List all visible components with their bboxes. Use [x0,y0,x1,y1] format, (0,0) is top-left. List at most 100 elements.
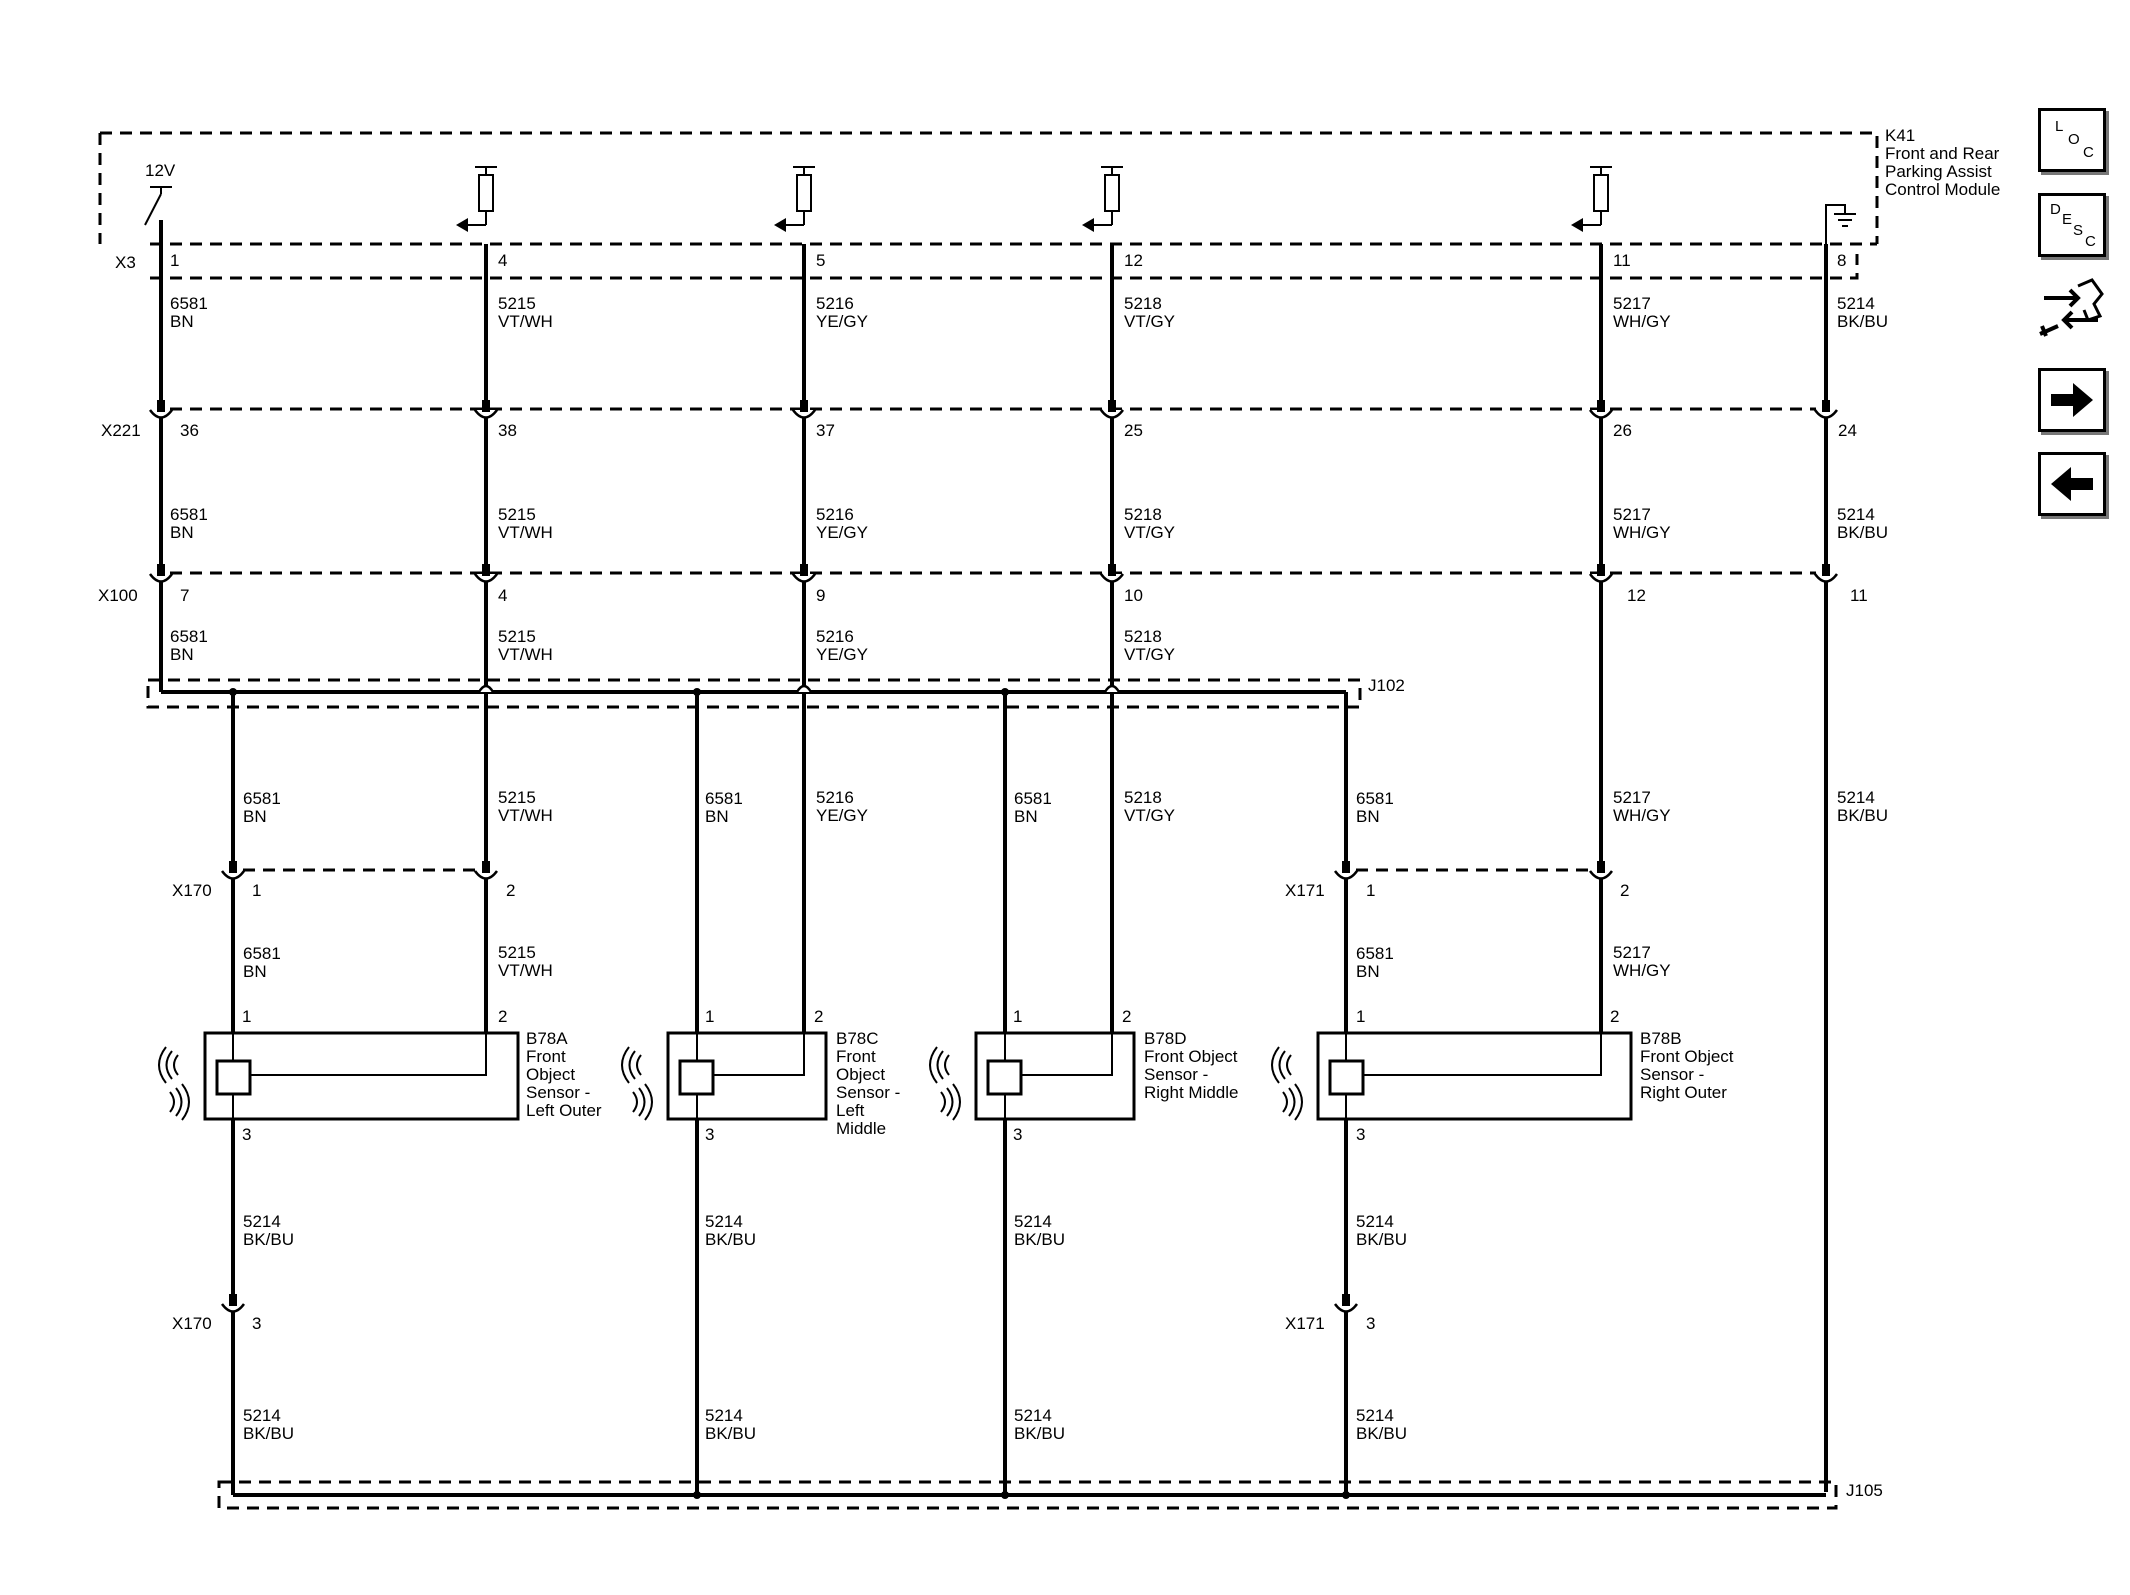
svg-text:BK/BU: BK/BU [1837,806,1888,825]
svg-text:6581: 6581 [170,627,208,646]
svg-text:6581: 6581 [243,789,281,808]
desc-button[interactable]: D E S C [2038,193,2106,257]
svg-text:5215: 5215 [498,627,536,646]
x100-pin-5215: 4 [498,586,507,605]
sensor-b78d[interactable]: 1 2 3 B78D Front Object Sensor - Right M… [929,1007,1239,1144]
connector-x100[interactable]: X100 7 4 9 10 12 11 [98,564,1868,605]
svg-text:Sensor -: Sensor - [1640,1065,1704,1084]
svg-text:X170: X170 [172,1314,212,1333]
svg-text:Sensor -: Sensor - [526,1083,590,1102]
sensor-b78b[interactable]: 1 2 3 B78B Front Object Sensor - Right O… [1271,1007,1734,1144]
svg-text:BN: BN [1356,807,1380,826]
x100-pin-5218: 10 [1124,586,1143,605]
svg-text:VT/GY: VT/GY [1124,312,1175,331]
svg-text:VT/GY: VT/GY [1124,523,1175,542]
svg-text:5216: 5216 [816,788,854,807]
svg-text:BK/BU: BK/BU [705,1424,756,1443]
x221-pin-5215: 38 [498,421,517,440]
connector-x171-lower[interactable]: X171 3 [1285,1294,1375,1333]
svg-text:2: 2 [506,881,515,900]
connector-x3-label: X3 [115,253,136,272]
connector-x170-lower[interactable]: X170 3 [172,1294,261,1333]
svg-text:Sensor -: Sensor - [836,1083,900,1102]
splice-j102[interactable]: J102 [146,676,1405,709]
svg-text:VT/WH: VT/WH [498,645,553,664]
svg-text:5214: 5214 [243,1212,281,1231]
svg-text:5217: 5217 [1613,943,1651,962]
svg-text:VT/WH: VT/WH [498,312,553,331]
svg-text:5214: 5214 [1014,1212,1052,1231]
svg-text:2: 2 [1122,1007,1131,1026]
sensor-wave-icon [1271,1046,1292,1084]
sensor-wave-icon [929,1046,950,1084]
connector-x170-upper[interactable]: X170 1 2 [172,861,515,900]
svg-text:5214: 5214 [705,1212,743,1231]
svg-text:Object: Object [836,1065,885,1084]
svg-text:5218: 5218 [1124,505,1162,524]
svg-text:5218: 5218 [1124,788,1162,807]
sensor-wave-icon [158,1046,179,1084]
svg-text:B78C: B78C [836,1029,879,1048]
x221-pin-5214: 24 [1838,421,1857,440]
svg-text:5214: 5214 [1356,1212,1394,1231]
svg-text:6581: 6581 [170,294,208,313]
prev-button[interactable] [2038,452,2106,516]
svg-text:BN: BN [170,645,194,664]
svg-text:X171: X171 [1285,1314,1325,1333]
svg-text:BK/BU: BK/BU [1837,523,1888,542]
connector-x3[interactable]: X3 [115,242,1877,280]
svg-text:2: 2 [1620,881,1629,900]
svg-text:5217: 5217 [1613,505,1651,524]
svg-text:YE/GY: YE/GY [816,523,868,542]
connector-wrench-button[interactable] [2036,276,2106,346]
sensor-wave-icon [621,1046,642,1084]
next-button[interactable] [2038,368,2106,432]
x221-pin-6581: 36 [180,421,199,440]
x3-pin-5215: 4 [498,251,507,270]
svg-text:5214: 5214 [1014,1406,1052,1425]
connector-x221[interactable]: X221 36 38 37 25 26 24 [101,400,1857,440]
connector-wrench-icon [2039,278,2104,337]
svg-text:5215: 5215 [498,788,536,807]
loc-button[interactable]: L O C [2038,108,2106,172]
svg-text:C: C [2085,233,2096,250]
svg-text:3: 3 [1356,1125,1365,1144]
connector-x171-upper[interactable]: X171 1 2 [1285,861,1629,900]
x221-pin-5218: 25 [1124,421,1143,440]
x100-pin-6581: 7 [180,586,189,605]
sensor-b78c[interactable]: 1 2 3 B78C Front Object Sensor - Left Mi… [621,1007,900,1144]
svg-text:BK/BU: BK/BU [1014,1424,1065,1443]
k41-module[interactable]: K41 Front and Rear Parking Assist Contro… [98,126,2000,244]
splice-j105[interactable]: J105 [217,1480,1883,1510]
svg-text:E: E [2062,211,2072,228]
svg-text:1: 1 [242,1007,251,1026]
svg-text:BK/BU: BK/BU [1837,312,1888,331]
k41-name-line-3: Control Module [1885,180,2000,199]
svg-text:BN: BN [243,962,267,981]
svg-text:2: 2 [814,1007,823,1026]
svg-text:Left: Left [836,1101,865,1120]
x3-pins: 1 4 5 12 11 8 [170,251,1846,270]
svg-text:VT/GY: VT/GY [1124,645,1175,664]
svg-text:O: O [2068,131,2080,148]
svg-text:BK/BU: BK/BU [705,1230,756,1249]
svg-text:6581: 6581 [1356,944,1394,963]
svg-text:B78B: B78B [1640,1029,1682,1048]
svg-text:WH/GY: WH/GY [1613,312,1671,331]
svg-text:5217: 5217 [1613,788,1651,807]
splice-j105-label: J105 [1846,1481,1883,1500]
svg-text:6581: 6581 [170,505,208,524]
supply-12v-label: 12V [145,161,176,180]
svg-text:BN: BN [1356,962,1380,981]
svg-text:Front Object: Front Object [1144,1047,1238,1066]
svg-text:Object: Object [526,1065,575,1084]
svg-text:BN: BN [243,807,267,826]
sensor-b78a[interactable]: 1 2 3 B78A Front Object Sensor - Left Ou… [158,1007,602,1144]
svg-text:B78D: B78D [1144,1029,1187,1048]
svg-text:Middle: Middle [836,1119,886,1138]
svg-text:5218: 5218 [1124,294,1162,313]
x100-pin-5214: 11 [1850,586,1868,605]
svg-text:BK/BU: BK/BU [243,1424,294,1443]
